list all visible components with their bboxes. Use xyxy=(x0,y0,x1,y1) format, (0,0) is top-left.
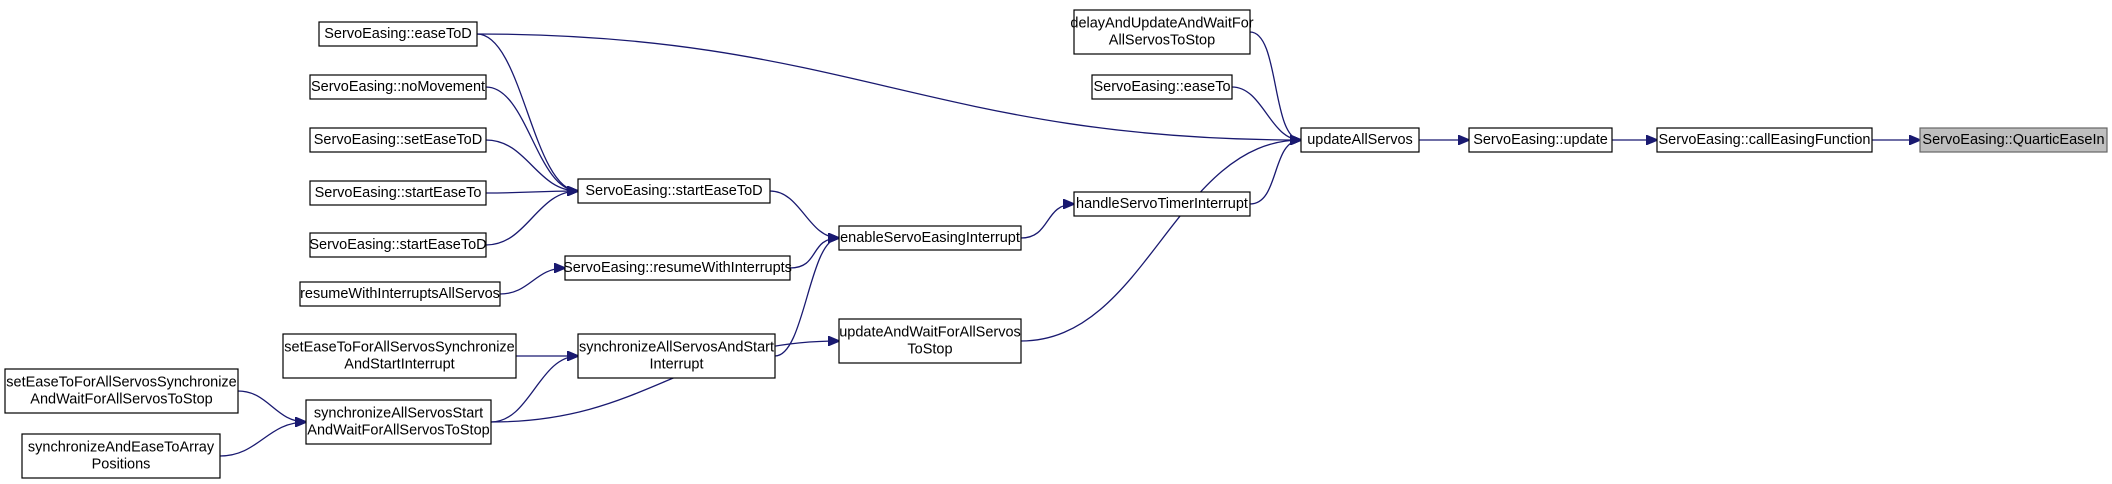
node-label: updateAllServos xyxy=(1307,132,1413,148)
node-box xyxy=(21,433,221,479)
node-box xyxy=(309,232,487,258)
node-box xyxy=(318,21,478,47)
node-label: ServoEasing::startEaseToD xyxy=(585,183,762,199)
edge-set-ease-to-for-all-sync-wait-to-sync-all-start-wait xyxy=(237,390,306,422)
node-quartic-ease-in[interactable]: ServoEasing::QuarticEaseIn xyxy=(1919,127,2108,153)
node-set-ease-to-for-all-sync-start[interactable]: setEaseToForAllServosSynchronizeAndStart… xyxy=(282,333,517,379)
edge-set-ease-to-d-to-start-ease-to-d-mid xyxy=(485,139,578,191)
edge-start-ease-to-d-left-to-start-ease-to-d-mid xyxy=(485,191,578,246)
node-label: ServoEasing::noMovement xyxy=(311,79,485,95)
nodes-layer: ServoEasing::QuarticEaseIn ServoEasing::c… xyxy=(4,9,2108,479)
edge-sync-all-start-interrupt-to-enable-interrupt xyxy=(774,238,839,357)
node-call-easing-function[interactable]: ServoEasing::callEasingFunction xyxy=(1656,127,1873,153)
node-label: ServoEasing::resumeWithInterrupts xyxy=(563,260,792,276)
node-box xyxy=(1468,127,1613,153)
node-set-ease-to-for-all-sync-wait[interactable]: setEaseToForAllServosSynchronizeAndWaitF… xyxy=(4,368,239,414)
node-label: AndWaitForAllServosToStop xyxy=(30,392,212,408)
edge-update-and-wait-to-update-all-servos xyxy=(1020,140,1301,342)
node-box xyxy=(305,399,492,445)
edges-layer xyxy=(219,31,1920,457)
node-box xyxy=(282,333,517,379)
node-start-ease-to-d-left[interactable]: ServoEasing::startEaseToD xyxy=(309,232,487,258)
node-label: synchronizeAndEaseToArray xyxy=(28,440,215,456)
node-box xyxy=(838,225,1022,251)
node-box xyxy=(1091,74,1233,100)
node-set-ease-to-d[interactable]: ServoEasing::setEaseToD xyxy=(309,127,487,153)
node-label: ServoEasing::QuarticEaseIn xyxy=(1922,132,2104,148)
node-label: ServoEasing::startEaseTo xyxy=(315,185,482,201)
node-label: ServoEasing::update xyxy=(1473,132,1608,148)
node-label: AllServosToStop xyxy=(1109,33,1215,49)
node-box xyxy=(1073,191,1251,217)
edge-sync-all-start-wait-to-update-and-wait xyxy=(490,341,839,423)
node-label: ToStop xyxy=(907,342,952,358)
node-resume-all-servos[interactable]: resumeWithInterruptsAllServos xyxy=(299,281,501,307)
node-box xyxy=(838,318,1022,364)
node-label: ServoEasing::easeTo xyxy=(1093,79,1230,95)
edge-resume-all-servos-to-resume-with-interrupts xyxy=(499,268,565,295)
node-update[interactable]: ServoEasing::update xyxy=(1468,127,1613,153)
node-label: updateAndWaitForAllServos xyxy=(839,325,1021,341)
edge-sync-all-start-wait-to-sync-all-start-interrupt xyxy=(490,356,578,423)
edge-ease-to-to-update-all-servos xyxy=(1231,86,1301,140)
node-box xyxy=(1300,127,1420,153)
node-label: synchronizeAllServosStart xyxy=(314,406,483,422)
node-box xyxy=(564,255,791,281)
node-box xyxy=(577,178,771,204)
node-box xyxy=(309,180,487,206)
node-box xyxy=(577,333,776,379)
node-ease-to[interactable]: ServoEasing::easeTo xyxy=(1091,74,1233,100)
edge-ease-to-d-top-to-start-ease-to-d-mid xyxy=(476,33,578,191)
node-label: Interrupt xyxy=(650,357,704,373)
node-box xyxy=(1919,127,2108,153)
edge-sync-and-ease-to-array-to-sync-all-start-wait xyxy=(219,422,306,457)
node-box xyxy=(1656,127,1873,153)
node-label: ServoEasing::easeToD xyxy=(324,26,472,42)
node-handle-servo-timer[interactable]: handleServoTimerInterrupt xyxy=(1073,191,1251,217)
node-label: handleServoTimerInterrupt xyxy=(1076,196,1248,212)
node-update-all-servos[interactable]: updateAllServos xyxy=(1300,127,1420,153)
node-label: ServoEasing::callEasingFunction xyxy=(1659,132,1871,148)
node-start-ease-to[interactable]: ServoEasing::startEaseTo xyxy=(309,180,487,206)
node-ease-to-d-top[interactable]: ServoEasing::easeToD xyxy=(318,21,478,47)
node-label: AndStartInterrupt xyxy=(344,357,454,373)
node-label: synchronizeAllServosAndStart xyxy=(579,340,774,356)
node-start-ease-to-d-mid[interactable]: ServoEasing::startEaseToD xyxy=(577,178,771,204)
node-enable-interrupt[interactable]: enableServoEasingInterrupt xyxy=(838,225,1022,251)
edge-start-ease-to-d-mid-to-enable-interrupt xyxy=(769,190,839,238)
edge-ease-to-d-top-to-update-all-servos xyxy=(476,33,1301,140)
node-box xyxy=(4,368,239,414)
node-box xyxy=(309,74,487,100)
edge-start-ease-to-to-start-ease-to-d-mid xyxy=(485,191,578,193)
edge-no-movement-to-start-ease-to-d-mid xyxy=(485,86,578,191)
node-resume-with-interrupts[interactable]: ServoEasing::resumeWithInterrupts xyxy=(563,255,792,281)
node-label: setEaseToForAllServosSynchronize xyxy=(6,375,237,391)
edge-delay-and-update-to-update-all-servos xyxy=(1249,31,1301,140)
node-label: resumeWithInterruptsAllServos xyxy=(300,286,500,302)
node-box xyxy=(1073,9,1251,55)
node-box xyxy=(309,127,487,153)
node-label: ServoEasing::startEaseToD xyxy=(309,237,486,253)
node-label: enableServoEasingInterrupt xyxy=(840,230,1020,246)
node-label: delayAndUpdateAndWaitFor xyxy=(1070,16,1253,32)
node-box xyxy=(299,281,501,307)
node-label: AndWaitForAllServosToStop xyxy=(307,423,489,439)
node-label: setEaseToForAllServosSynchronize xyxy=(284,340,515,356)
node-no-movement[interactable]: ServoEasing::noMovement xyxy=(309,74,487,100)
edge-enable-interrupt-to-handle-servo-timer xyxy=(1020,204,1074,239)
node-sync-all-start-wait[interactable]: synchronizeAllServosStartAndWaitForAllSe… xyxy=(305,399,492,445)
node-label: Positions xyxy=(92,457,151,473)
node-label: ServoEasing::setEaseToD xyxy=(314,132,482,148)
edge-resume-with-interrupts-to-enable-interrupt xyxy=(789,238,839,269)
